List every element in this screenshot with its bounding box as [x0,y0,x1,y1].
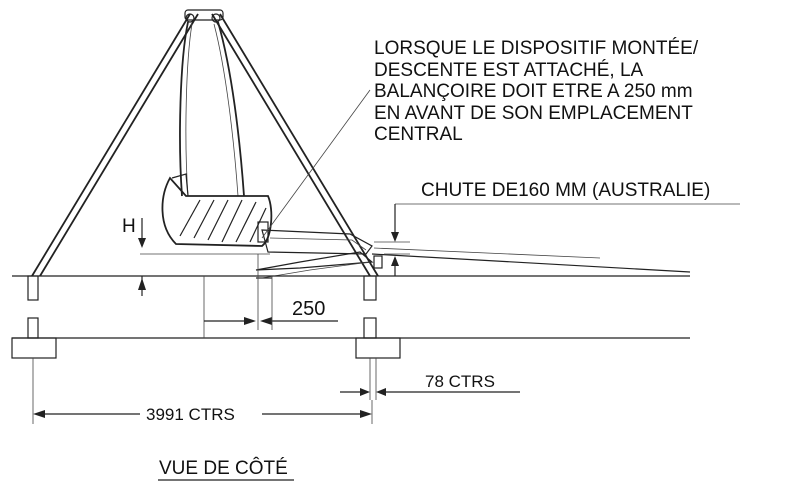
post-centers-label: 78 CTRS [425,372,495,391]
seat-hangers [179,21,245,197]
note-leader [261,89,371,239]
dim-250 [203,254,338,338]
swing-seat [161,173,273,247]
dim-78 [340,358,520,400]
view-title: VUE DE CÔTÉ [159,458,288,479]
ground-lines [12,247,691,339]
a-frame [31,9,379,277]
offset-label: 250 [292,298,326,320]
drop-label: CHUTE DE160 MM (AUSTRALIE) [421,180,711,201]
frame-centers-label: 3991 CTRS [146,405,235,424]
lift-device [255,229,383,279]
dim-h [138,218,270,296]
post-footings [11,275,401,359]
height-label: H [122,216,136,237]
dim-drop [374,203,740,276]
installation-note: LORSQUE LE DISPOSITIF MONTÉE/ DESCENTE E… [374,38,699,145]
dim-3991 [32,358,373,424]
